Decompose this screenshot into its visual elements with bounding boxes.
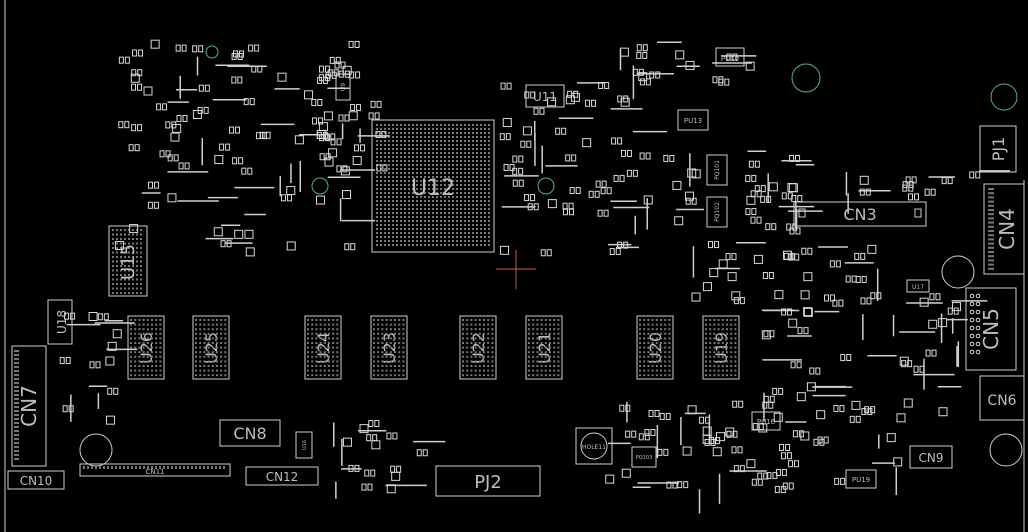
memory-chip-u24[interactable]: U24 — [304, 315, 342, 380]
cn8-label: CN8 — [233, 424, 266, 443]
pq103-label: PQ103 — [636, 455, 653, 461]
cn6-label: CN6 — [987, 393, 1016, 409]
passive-components — [59, 39, 1011, 514]
pu13-label: PU13 — [684, 117, 702, 125]
cn4-label: CN4 — [995, 208, 1019, 250]
pq102-label: PQ102 — [714, 202, 721, 222]
memory-chip-u21[interactable]: U21 — [525, 315, 563, 380]
cn11-label: CN11 — [145, 468, 164, 476]
pq101-label: PQ101 — [714, 160, 721, 180]
cn7-pins — [14, 350, 19, 460]
u9-chip[interactable]: U9 — [335, 73, 351, 101]
u15-chip[interactable]: U15 — [108, 225, 148, 297]
cn6-connector[interactable]: CN6 — [979, 375, 1025, 421]
cn12-label: CN12 — [266, 470, 299, 484]
u12-label: U12 — [411, 176, 455, 201]
pu19-regulator[interactable]: PU19 — [845, 469, 877, 489]
cn11-pins — [83, 466, 225, 469]
u16-label: U16 — [302, 440, 308, 450]
cn12-connector[interactable]: CN12 — [245, 466, 319, 486]
u18-chip[interactable]: U18 — [47, 299, 73, 345]
memory-chip-u23[interactable]: U23 — [370, 315, 408, 380]
pj1-jack[interactable]: PJ1 — [979, 125, 1017, 173]
cn5-connector[interactable]: CN5 — [965, 287, 1017, 371]
memory-chip-u20[interactable]: U20 — [636, 315, 674, 380]
via-holes — [79, 45, 1023, 467]
u17-chip[interactable]: U17 — [906, 279, 930, 293]
cn4-pins — [988, 188, 994, 270]
pj1-label: PJ1 — [989, 137, 1008, 162]
pu19-label: PU19 — [852, 476, 870, 484]
cn7-label: CN7 — [17, 385, 41, 427]
memory-chip-pads — [130, 319, 737, 377]
memory-chip-u19[interactable]: U19 — [702, 315, 740, 380]
u18-label: U18 — [55, 310, 69, 334]
cn9-label: CN9 — [919, 451, 944, 465]
cn10-connector[interactable]: CN10 — [7, 470, 65, 490]
pj2-label: PJ2 — [474, 472, 502, 493]
cn9-connector[interactable]: CN9 — [909, 445, 953, 469]
u17-label: U17 — [912, 284, 924, 291]
memory-chip-u26[interactable]: U26 — [127, 315, 165, 380]
cn4-connector[interactable]: CN4 — [983, 183, 1025, 275]
pq102-transistor[interactable]: PQ102 — [706, 196, 728, 228]
u9-label: U9 — [340, 83, 347, 91]
u16-chip[interactable]: U16 — [295, 431, 313, 459]
pu16-label: PU16 — [757, 418, 776, 426]
cn11-connector[interactable]: CN11 — [79, 463, 231, 477]
memory-chip-u25[interactable]: U25 — [192, 315, 230, 380]
memory-chip-u22[interactable]: U22 — [459, 315, 497, 380]
u11-label: U11 — [533, 90, 557, 104]
hole11-mounting-hole: HOLE11 — [575, 427, 613, 465]
u12-bga-chip[interactable]: U12 — [371, 119, 495, 253]
cn3-label: CN3 — [843, 205, 876, 224]
cn3-connector[interactable]: CN3 — [793, 201, 927, 227]
u15-label: U15 — [118, 244, 139, 280]
pu13-regulator[interactable]: PU13 — [677, 109, 709, 131]
cn5-label: CN5 — [979, 308, 1003, 350]
u12-ball-grid — [376, 124, 490, 246]
pq103-transistor[interactable]: PQ103 — [631, 446, 657, 468]
cn8-connector[interactable]: CN8 — [219, 419, 281, 447]
u15-pads — [112, 229, 142, 294]
pu10-regulator[interactable]: PU10 — [715, 47, 745, 67]
cn7-connector[interactable]: CN7 — [11, 345, 47, 467]
u11-chip[interactable]: U11 — [525, 84, 565, 108]
hole11-label: HOLE11 — [582, 444, 606, 451]
pj2-jack[interactable]: PJ2 — [435, 465, 541, 497]
pq101-transistor[interactable]: PQ101 — [706, 154, 728, 186]
cn5-pins — [969, 293, 981, 355]
origin-crosshair — [496, 250, 536, 289]
pu10-label: PU10 — [721, 55, 739, 63]
cn10-label: CN10 — [20, 474, 53, 488]
